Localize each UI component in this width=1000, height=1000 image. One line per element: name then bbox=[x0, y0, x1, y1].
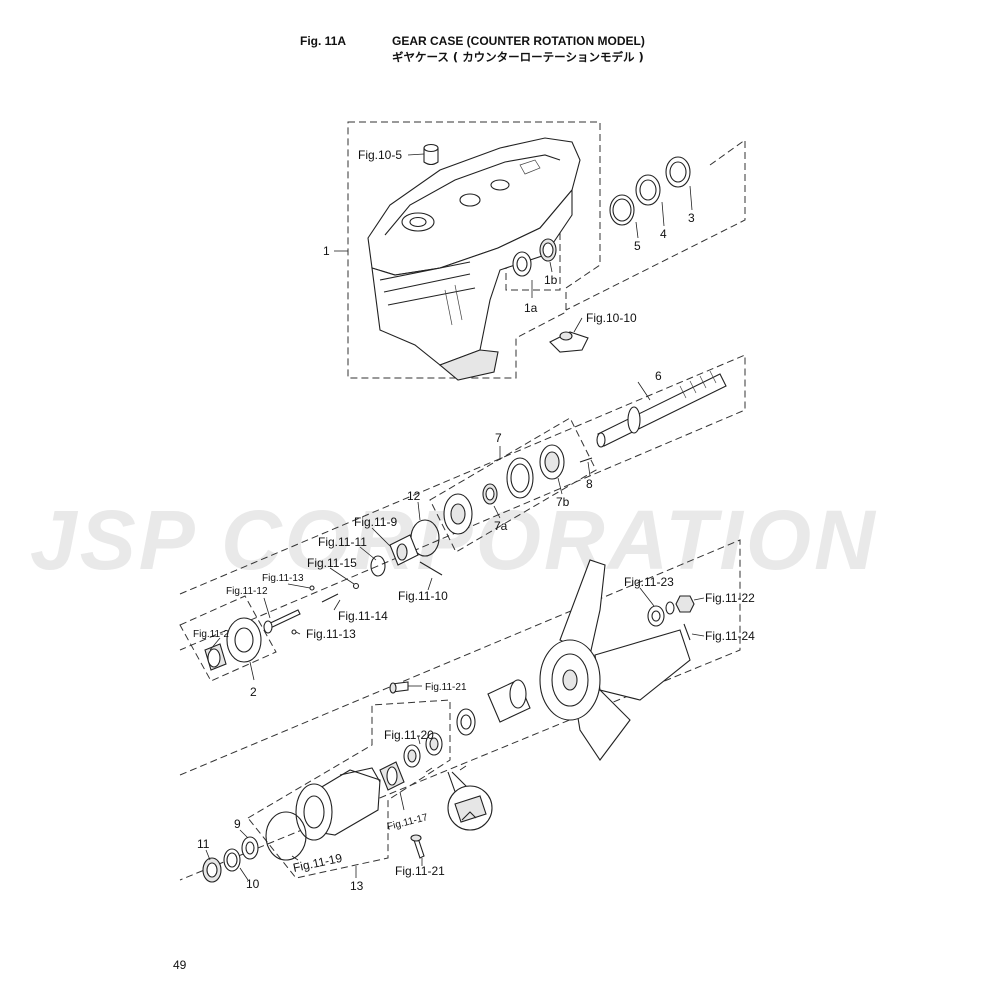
ref-fig11-17: Fig.11-17 bbox=[386, 812, 429, 833]
group-frame-7 bbox=[429, 417, 597, 553]
pin-fig11-14[interactable] bbox=[321, 593, 339, 603]
callout-4: 4 bbox=[660, 227, 667, 241]
ref-fig10-10: Fig.10-10 bbox=[586, 311, 637, 325]
ref-fig10-5: Fig.10-5 bbox=[358, 148, 402, 162]
washer-fig11-23[interactable] bbox=[647, 605, 665, 627]
ref-fig11-21-lower: Fig.11-21 bbox=[395, 864, 445, 878]
ref-fig11-11: Fig.11-11 bbox=[318, 535, 367, 549]
callout-10: 10 bbox=[246, 877, 260, 891]
leader-lines bbox=[205, 153, 705, 881]
part-1-gear-case[interactable] bbox=[367, 137, 581, 381]
group-frame-propeller-shaft bbox=[179, 354, 746, 651]
ref-fig11-14: Fig.11-14 bbox=[338, 609, 388, 623]
figure-number: Fig. 11A bbox=[300, 34, 347, 48]
group-frame-2 bbox=[179, 595, 277, 682]
ref-fig11-2: Fig.11-2 bbox=[193, 629, 229, 640]
callout-7b: 7b bbox=[556, 495, 570, 509]
detail-inset bbox=[425, 765, 493, 831]
part-9-washer[interactable] bbox=[241, 836, 259, 860]
page-title: GEAR CASE (COUNTER ROTATION MODEL) bbox=[392, 34, 645, 48]
callout-8: 8 bbox=[586, 477, 593, 491]
callout-5: 5 bbox=[634, 239, 641, 253]
callout-3: 3 bbox=[688, 211, 695, 225]
cotter-pin-fig11-24[interactable] bbox=[683, 623, 691, 641]
callout-1: 1 bbox=[323, 244, 330, 258]
plunger-fig11-12[interactable] bbox=[263, 609, 301, 634]
part-7b-bearing[interactable] bbox=[539, 444, 565, 480]
part-13-bearing-carrier[interactable] bbox=[295, 767, 381, 841]
ref-fig11-24: Fig.11-24 bbox=[705, 629, 755, 643]
ref-fig11-10: Fig.11-10 bbox=[398, 589, 448, 603]
spring-fig11-15[interactable] bbox=[352, 582, 360, 590]
callout-1b: 1b bbox=[544, 273, 558, 287]
ref-fig11-12: Fig.11-12 bbox=[226, 586, 268, 597]
ball-fig11-13-lower[interactable] bbox=[291, 629, 297, 635]
washer-fig11-23-small[interactable] bbox=[665, 601, 675, 615]
group-frame-shaft-lower bbox=[179, 539, 741, 881]
thrust-washer[interactable] bbox=[456, 708, 476, 736]
part-4-shim[interactable] bbox=[635, 174, 661, 206]
bolt-fig11-21-lower[interactable] bbox=[410, 834, 425, 859]
callout-1a: 1a bbox=[524, 301, 538, 315]
part-8-pin[interactable] bbox=[579, 457, 593, 463]
bearing-fig11-2[interactable] bbox=[204, 643, 227, 671]
part-7-bearing-housing[interactable] bbox=[506, 457, 534, 499]
page-title-japanese: ギヤケース ( カウンターローテーションモデル ) bbox=[392, 50, 644, 64]
callout-2: 2 bbox=[250, 685, 257, 699]
ref-fig11-23: Fig.11-23 bbox=[624, 575, 674, 589]
ref-fig11-20: Fig.11-20 bbox=[384, 728, 434, 742]
group-frame-gear-case bbox=[347, 121, 601, 379]
clutch-fig11-11[interactable] bbox=[370, 534, 443, 577]
gear-fig11-9[interactable] bbox=[443, 493, 473, 535]
part-7a-needle-bearing[interactable] bbox=[482, 483, 498, 505]
bearing-fig11-20[interactable] bbox=[403, 732, 443, 768]
part-1a-sleeve[interactable] bbox=[512, 251, 532, 277]
bushing-fig10-5[interactable] bbox=[423, 143, 439, 166]
part-6-propeller-shaft[interactable] bbox=[596, 370, 727, 448]
ref-fig11-13-upper: Fig.11-13 bbox=[262, 573, 304, 584]
callout-6: 6 bbox=[655, 369, 662, 383]
o-ring-fig11-19[interactable] bbox=[265, 811, 307, 861]
callout-11: 11 bbox=[197, 837, 210, 851]
part-2-bearing-carrier[interactable] bbox=[226, 617, 262, 663]
ref-fig11-22: Fig.11-22 bbox=[705, 591, 755, 605]
dashed-line-top-right bbox=[565, 139, 746, 311]
group-frame-13 bbox=[247, 699, 451, 879]
callout-13: 13 bbox=[350, 879, 364, 893]
callout-9: 9 bbox=[234, 817, 241, 831]
part-5-shim[interactable] bbox=[609, 194, 635, 226]
nut-fig11-22[interactable] bbox=[675, 595, 695, 613]
part-3-shim[interactable] bbox=[665, 156, 691, 188]
ref-fig11-21-upper: Fig.11-21 bbox=[425, 682, 467, 693]
ref-fig11-15: Fig.11-15 bbox=[307, 556, 357, 570]
pinion-fig10-10[interactable] bbox=[549, 331, 589, 353]
page-number: 49 bbox=[173, 958, 187, 972]
part-1b-bearing[interactable] bbox=[539, 238, 557, 262]
propeller[interactable] bbox=[539, 559, 691, 761]
ball-fig11-13-upper[interactable] bbox=[309, 585, 315, 591]
callout-7a: 7a bbox=[494, 519, 508, 533]
part-10-washer[interactable] bbox=[223, 848, 241, 872]
ref-fig11-13-lower: Fig.11-13 bbox=[306, 627, 356, 641]
needle-bearing-fig11-17[interactable] bbox=[379, 761, 405, 791]
callout-12: 12 bbox=[407, 489, 421, 503]
ref-fig11-9: Fig.11-9 bbox=[354, 515, 397, 529]
spacer-sleeve[interactable] bbox=[487, 679, 531, 723]
bolt-fig11-21-upper[interactable] bbox=[389, 681, 409, 694]
callout-7: 7 bbox=[495, 431, 502, 445]
part-11-snap-ring[interactable] bbox=[202, 857, 222, 883]
